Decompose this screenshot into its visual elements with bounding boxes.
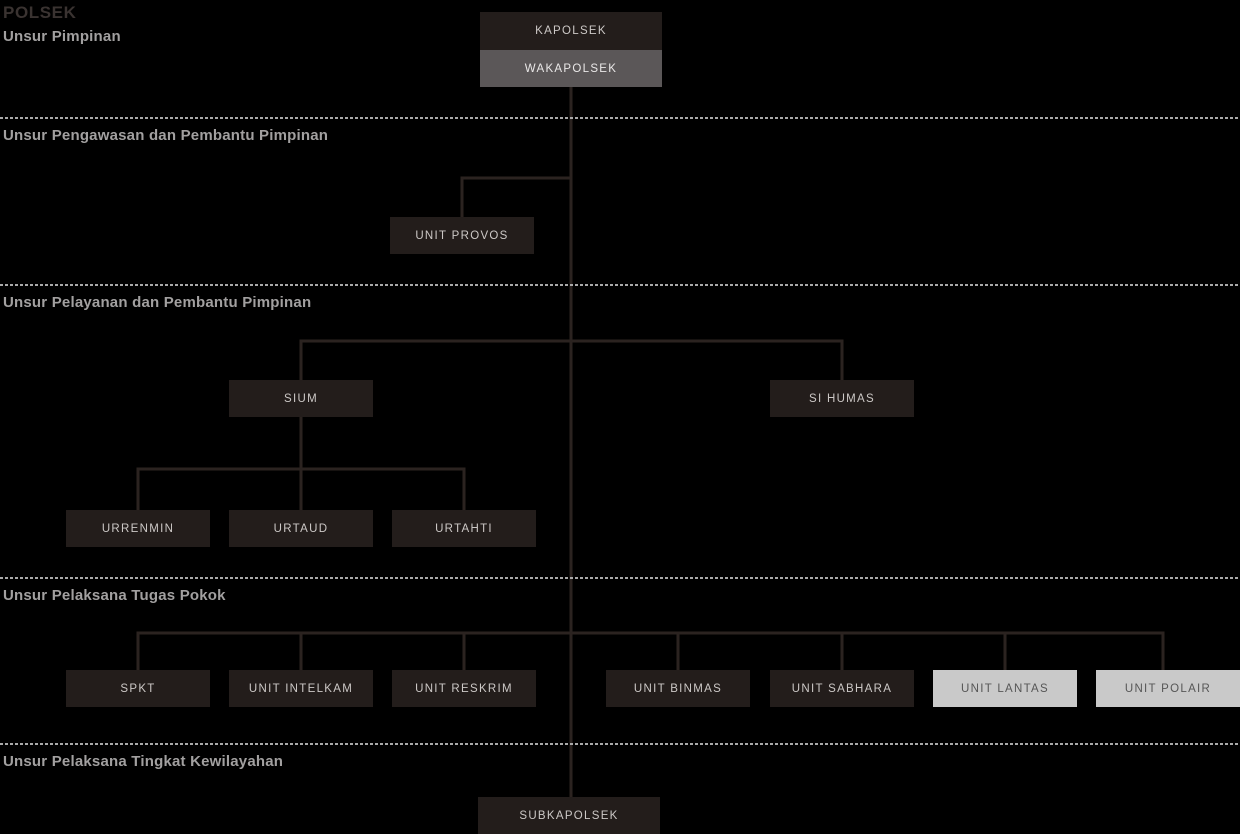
node-urrenmin: URRENMIN (66, 510, 210, 547)
connector-unit-provos (460, 176, 571, 217)
node-unit-provos: UNIT PROVOS (390, 217, 534, 254)
node-unit-intelkam: UNIT INTELKAM (229, 670, 373, 707)
divider-pelaksana-pokok (0, 577, 1240, 579)
section-label-pelaksana-pokok: Unsur Pelaksana Tugas Pokok (3, 587, 226, 604)
node-unit-binmas: UNIT BINMAS (606, 670, 750, 707)
connector-pelayanan-branch (299, 339, 844, 380)
node-unit-sabhara: UNIT SABHARA (770, 670, 914, 707)
page-title: POLSEK (3, 3, 77, 22)
node-urtahti: URTAHTI (392, 510, 536, 547)
node-subkapolsek: SUBKAPOLSEK (478, 797, 660, 834)
node-unit-lantas: UNIT LANTAS (933, 670, 1077, 707)
node-unit-polair: UNIT POLAIR (1096, 670, 1240, 707)
section-label-pimpinan: Unsur Pimpinan (3, 28, 121, 45)
section-label-kewilayahan: Unsur Pelaksana Tingkat Kewilayahan (3, 753, 284, 770)
node-spkt: SPKT (66, 670, 210, 707)
connector-sium-children (136, 417, 466, 510)
divider-kewilayahan (0, 743, 1240, 745)
section-label-pengawasan: Unsur Pengawasan dan Pembantu Pimpinan (3, 127, 329, 144)
node-unit-reskrim: UNIT RESKRIM (392, 670, 536, 707)
section-label-pelayanan: Unsur Pelayanan dan Pembantu Pimpinan (3, 294, 312, 311)
node-wakapolsek: WAKAPOLSEK (480, 50, 662, 87)
node-urtaud: URTAUD (229, 510, 373, 547)
node-kapolsek: KAPOLSEK (480, 12, 662, 50)
connector-pelaksana-branch (136, 631, 1165, 670)
divider-pelayanan (0, 284, 1240, 286)
node-sium: SIUM (229, 380, 373, 417)
divider-pengawasan (0, 117, 1240, 119)
node-si-humas: SI HUMAS (770, 380, 914, 417)
